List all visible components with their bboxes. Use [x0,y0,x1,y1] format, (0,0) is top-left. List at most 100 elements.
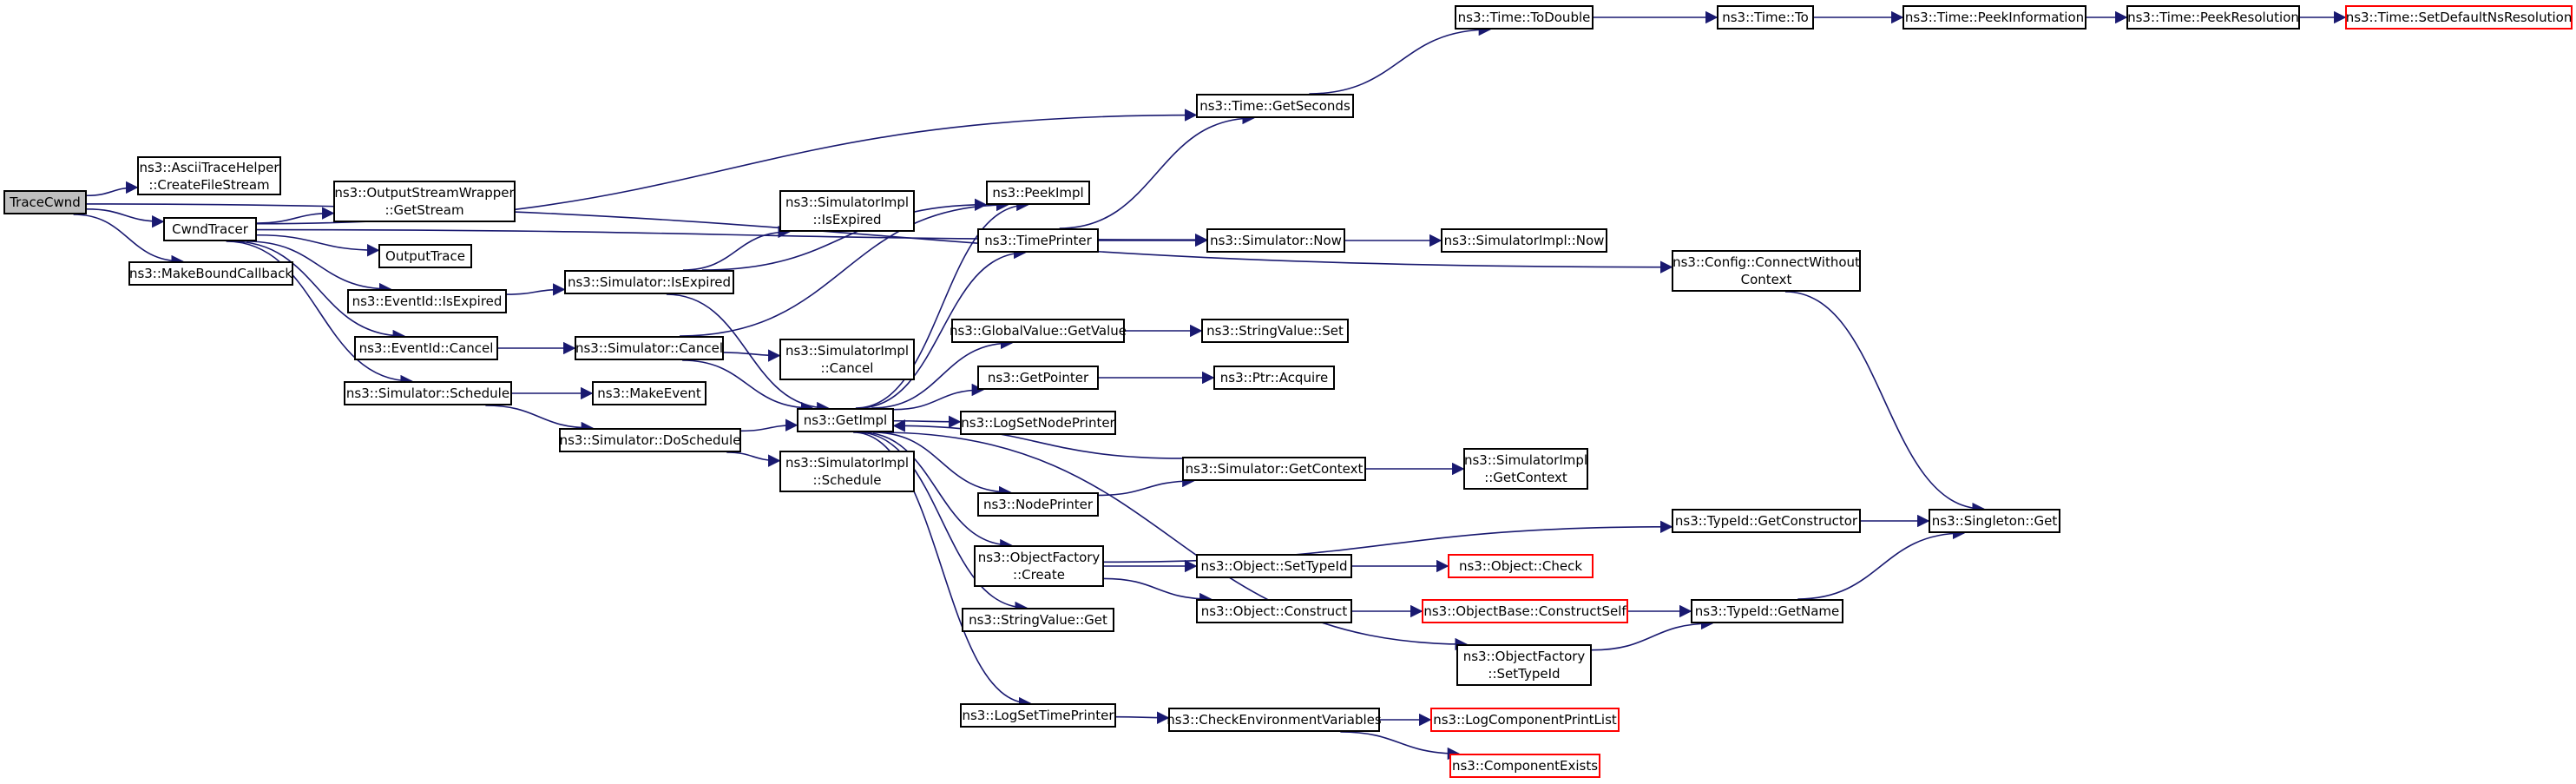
edge-simulator_doschedule-to-getimpl [740,418,798,432]
node-time-peekresolution[interactable]: ns3::Time::PeekResolution [2126,5,2300,30]
node-eventid-isexpired[interactable]: ns3::EventId::IsExpired [347,289,507,313]
node-label-line: ns3::LogSetNodePrinter [961,415,1115,431]
edge-cwnd_tracer-to-eventid_isexpired [246,240,392,296]
node-cwnd-tracer[interactable]: CwndTracer [163,217,257,241]
node-singleton-get[interactable]: ns3::Singleton::Get [1929,509,2060,533]
node-label-line: ns3::StringValue::Get [969,612,1107,628]
node-output-trace[interactable]: OutputTrace [378,244,472,268]
edge-getimpl-to-getpointer [893,383,985,411]
node-time-peekinformation[interactable]: ns3::Time::PeekInformation [1902,5,2086,30]
node-label-line: TraceCwnd [10,194,81,210]
edge-objectfactory_settypeid-to-typeid_getname [1591,616,1714,651]
node-objectfactory-settypeid[interactable]: ns3::ObjectFactory::SetTypeId [1456,644,1592,686]
node-make-bound-callback[interactable]: ns3::MakeBoundCallback [128,261,293,286]
node-label-line: ::Schedule [812,472,882,488]
edge-simulator_schedule-to-simulator_doschedule [485,405,595,435]
node-check-environment-variables[interactable]: ns3::CheckEnvironmentVariables [1166,708,1382,732]
node-time-setdefaultnsresolution[interactable]: ns3::Time::SetDefaultNsResolution [2345,5,2573,30]
node-getimpl[interactable]: ns3::GetImpl [797,408,894,432]
edge-cwnd_tracer-to-output_trace [256,234,380,257]
edge-logsettimeprinter-to-checkenvvars [1115,711,1170,724]
edge-simulator_isexpired-to-getimpl [666,293,830,415]
node-timeprinter[interactable]: ns3::TimePrinter [977,228,1099,253]
node-time-getseconds[interactable]: ns3::Time::GetSeconds [1196,94,1354,118]
node-time-todouble[interactable]: ns3::Time::ToDouble [1455,5,1594,30]
node-label-line: ::GetStream [384,202,464,218]
edge-config_connect-to-singleton_get [1784,291,1985,516]
node-time-to[interactable]: ns3::Time::To [1717,5,1814,30]
node-simulator-cancel[interactable]: ns3::Simulator::Cancel [575,336,724,360]
node-nodeprinter[interactable]: ns3::NodePrinter [977,492,1099,517]
node-label-line: ns3::CheckEnvironmentVariables [1166,712,1382,728]
edge-trace_cwnd-to-cwnd_tracer [86,208,165,228]
node-logcomponentprintlist[interactable]: ns3::LogComponentPrintList [1430,708,1620,732]
edge-checkenvvars-to-componentexists [1340,731,1461,761]
node-label-line: ::Cancel [820,360,874,376]
node-label-line: ns3::Simulator::DoSchedule [559,432,741,448]
node-label-line: ns3::MakeEvent [597,385,701,401]
node-object-construct[interactable]: ns3::Object::Construct [1196,599,1352,623]
node-objectbase-constructself[interactable]: ns3::ObjectBase::ConstructSelf [1422,599,1628,623]
node-object-settypeid[interactable]: ns3::Object::SetTypeId [1196,554,1352,578]
edge-eventid_isexpired-to-simulator_isexpired [506,283,566,296]
node-label-line: ns3::Object::Check [1458,558,1583,574]
edge-simulator_doschedule-to-simimpl_schedule [726,451,781,467]
node-simimpl-now[interactable]: ns3::SimulatorImpl::Now [1441,228,1607,253]
node-simulator-doschedule[interactable]: ns3::Simulator::DoSchedule [559,428,741,452]
node-label-line: ns3::OutputStreamWrapper [334,185,515,201]
node-object-check[interactable]: ns3::Object::Check [1448,554,1594,578]
node-label-line: ns3::Simulator::Schedule [345,385,510,401]
node-logsettimeprinter[interactable]: ns3::LogSetTimePrinter [960,703,1116,728]
node-label-line: ns3::Time::PeekInformation [1904,10,2085,25]
node-label-line: ns3::LogComponentPrintList [1433,712,1617,728]
node-label-line: Context [1740,272,1792,287]
edge-getimpl-to-timeprinter [858,246,1027,409]
node-objectfactory-create[interactable]: ns3::ObjectFactory::Create [974,545,1104,587]
node-label-line: ns3::PeekImpl [992,185,1084,201]
node-simulator-getcontext[interactable]: ns3::Simulator::GetContext [1182,457,1366,481]
node-label-line: ::SetTypeId [1488,666,1561,682]
node-simimpl-isexpired[interactable]: ns3::SimulatorImpl::IsExpired [779,190,915,232]
node-label-line: ns3::GetImpl [803,412,888,428]
node-logsetnodeprinter[interactable]: ns3::LogSetNodePrinter [960,411,1116,435]
node-simulator-schedule[interactable]: ns3::Simulator::Schedule [344,381,512,405]
node-label-line: ns3::Simulator::Now [1210,233,1342,248]
node-label-line: ::Create [1013,567,1065,583]
node-globalvalue-getvalue[interactable]: ns3::GlobalValue::GetValue [950,319,1127,343]
node-output-stream-wrapper[interactable]: ns3::OutputStreamWrapper::GetStream [333,181,516,222]
node-getpointer[interactable]: ns3::GetPointer [977,366,1099,390]
node-label-line: ns3::Simulator::Cancel [575,340,724,356]
node-label-line: ns3::LogSetTimePrinter [962,708,1114,723]
node-simimpl-schedule[interactable]: ns3::SimulatorImpl::Schedule [779,451,915,492]
node-typeid-getname[interactable]: ns3::TypeId::GetName [1691,599,1843,623]
node-simulator-isexpired[interactable]: ns3::Simulator::IsExpired [564,270,734,294]
edge-getimpl-to-objectfactory_create [861,432,1013,552]
node-label-line: ns3::SimulatorImpl [785,343,910,359]
edge-nodeprinter-to-simulator_getcontext [1098,474,1195,497]
node-stringvalue-get[interactable]: ns3::StringValue::Get [962,608,1114,632]
node-label-line: ns3::Object::Construct [1200,603,1348,619]
node-label-line: ns3::Simulator::GetContext [1185,461,1364,477]
node-label-line: ns3::ObjectFactory [977,550,1101,565]
node-simulator-now[interactable]: ns3::Simulator::Now [1206,228,1345,253]
edge-trace_cwnd-to-ascii_trace_helper [86,181,139,197]
node-label-line: ns3::MakeBoundCallback [128,266,293,281]
node-label-line: OutputTrace [385,248,465,264]
node-peekimpl[interactable]: ns3::PeekImpl [986,181,1090,205]
node-label-line: ns3::StringValue::Set [1206,323,1344,339]
node-simimpl-getcontext[interactable]: ns3::SimulatorImpl::GetContext [1463,448,1588,490]
node-label-line: ns3::GetPointer [987,370,1089,385]
node-eventid-cancel[interactable]: ns3::EventId::Cancel [354,336,498,360]
node-stringvalue-set[interactable]: ns3::StringValue::Set [1201,319,1349,343]
node-label-line: ns3::Time::To [1722,10,1809,25]
node-typeid-getconstructor[interactable]: ns3::TypeId::GetConstructor [1672,509,1861,533]
node-componentexists[interactable]: ns3::ComponentExists [1449,754,1600,778]
node-simimpl-cancel[interactable]: ns3::SimulatorImpl::Cancel [779,339,915,380]
node-make-event[interactable]: ns3::MakeEvent [592,381,706,405]
node-ascii-trace-helper[interactable]: ns3::AsciiTraceHelper::CreateFileStream [137,156,281,195]
node-label-line: ::IsExpired [812,212,882,227]
node-ptr-acquire[interactable]: ns3::Ptr::Acquire [1213,366,1335,390]
